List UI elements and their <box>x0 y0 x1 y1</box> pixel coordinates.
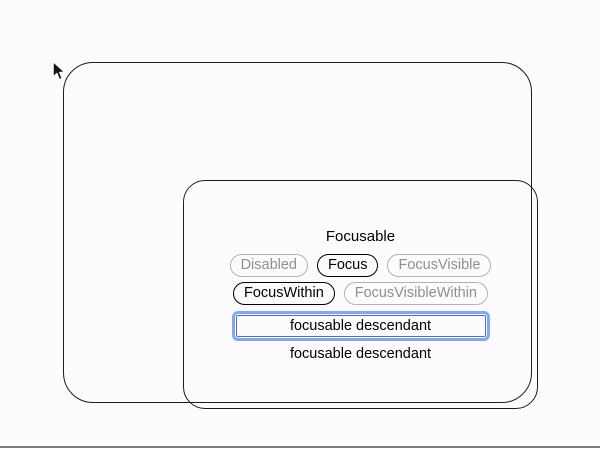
focus-pill-button[interactable]: Focus <box>316 254 379 278</box>
inner-focusable-container[interactable]: Focusable Disabled Focus FocusVisible Fo… <box>183 180 538 409</box>
focus-visible-pill-button[interactable]: FocusVisible <box>387 254 492 278</box>
plain-focusable-descendant[interactable]: focusable descendant <box>289 345 432 362</box>
bottom-divider <box>0 446 600 448</box>
pill-row-2: FocusWithin FocusVisibleWithin <box>232 282 488 306</box>
focused-descendant-field[interactable]: focusable descendant <box>231 311 490 341</box>
focus-within-pill-button[interactable]: FocusWithin <box>232 282 335 306</box>
mouse-cursor-arrow-icon <box>52 61 66 81</box>
pill-row-1: Disabled Focus FocusVisible <box>229 254 492 278</box>
disabled-pill-button: Disabled <box>229 254 308 278</box>
focusable-heading: Focusable <box>325 228 396 246</box>
focus-visible-within-pill-button[interactable]: FocusVisibleWithin <box>343 282 488 306</box>
outer-focusable-container[interactable]: Focusable Disabled Focus FocusVisible Fo… <box>63 62 538 409</box>
